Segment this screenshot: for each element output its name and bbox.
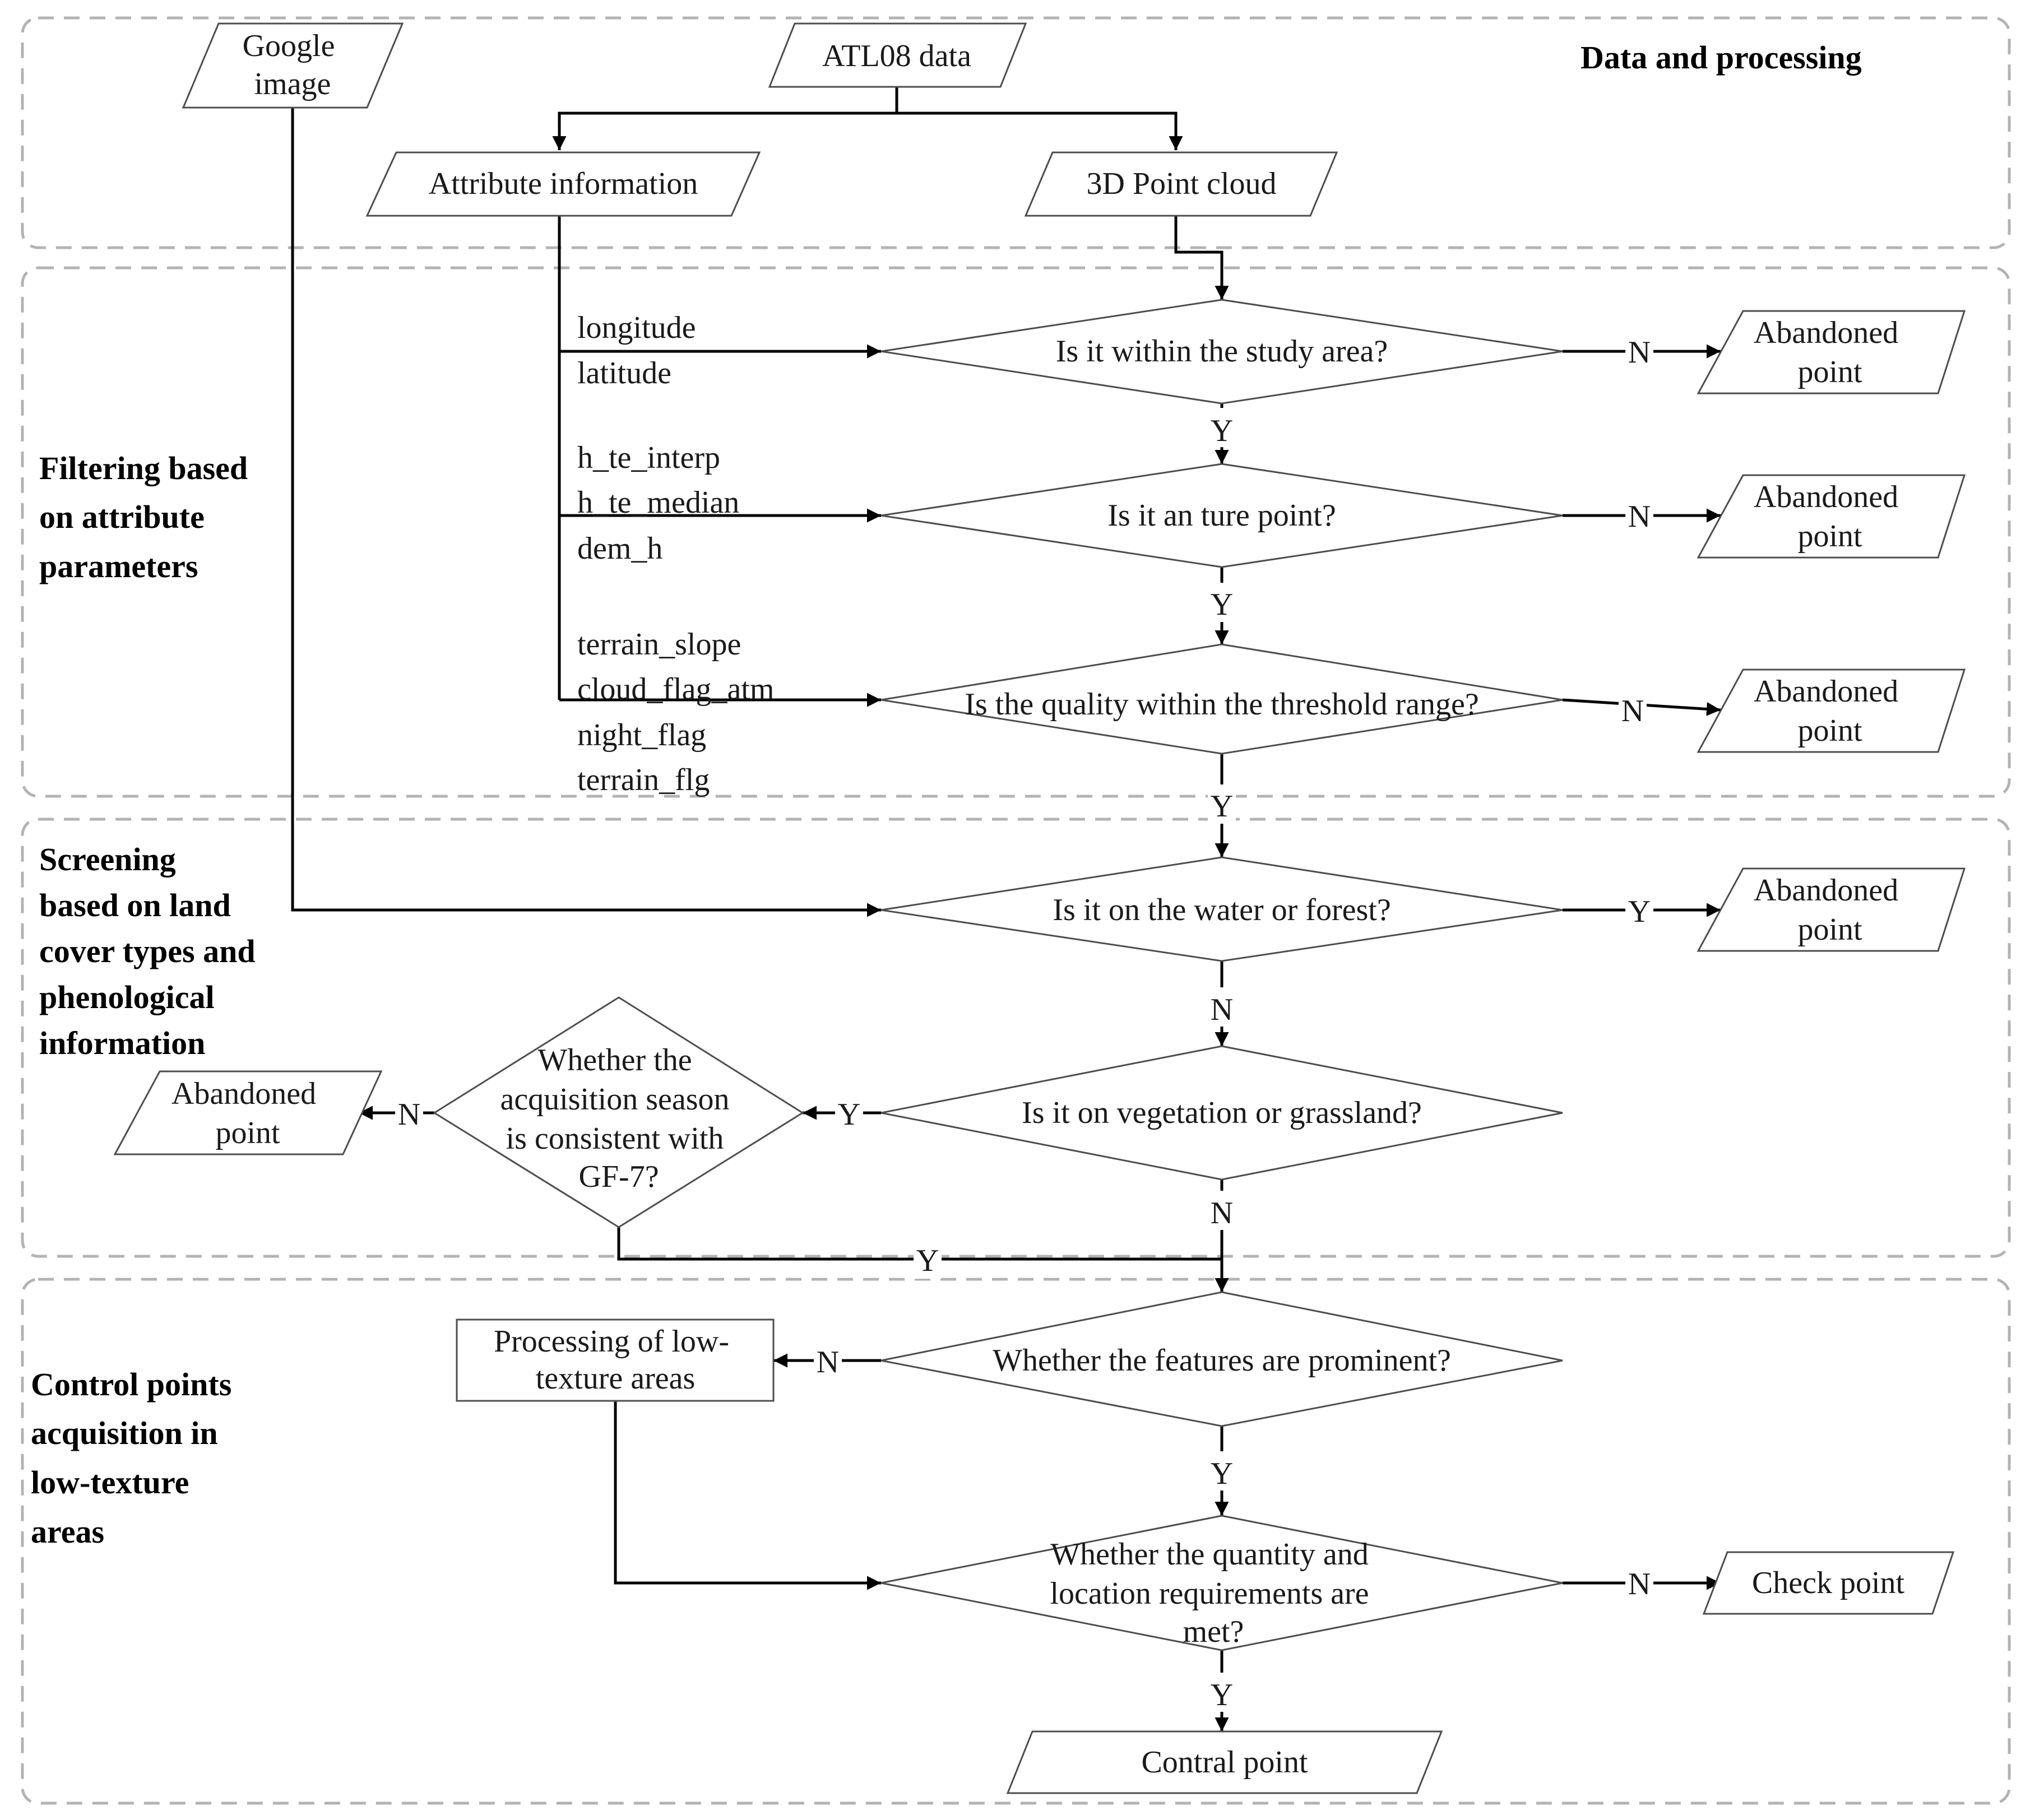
point-cloud-label: 3D Point cloud (1086, 166, 1276, 201)
google-image-input (182, 22, 404, 109)
decision-water-forest-label: Is it on the water or forest? (1053, 893, 1391, 927)
label-y-season: Y (916, 1243, 939, 1278)
decision-true-point (880, 463, 1563, 568)
decision-vegetation-label: Is it on vegetation or grassland? (1022, 1095, 1422, 1130)
label-y-d8: Y (1211, 1678, 1233, 1712)
connector-google-to-d4 (291, 108, 881, 917)
label-y-d5: Y (838, 1097, 860, 1132)
abandoned-point-5-label: Abandoned point (172, 1076, 324, 1150)
connector-atl08-to-pointcloud (897, 112, 1183, 150)
abandoned-point-2 (1697, 474, 1966, 559)
label-y-d4: Y (1628, 894, 1651, 929)
decision-study-area-label: Is it within the study area? (1056, 334, 1388, 369)
decision-quantity (880, 1515, 1563, 1651)
atl08-label: ATL08 data (822, 39, 971, 73)
section-title-filtering: Filtering based on attribute parameters (39, 450, 256, 584)
control-point-output (1006, 1730, 1443, 1794)
section-data-processing (21, 16, 2011, 249)
abandoned-point-1 (1697, 310, 1966, 394)
decision-features (880, 1291, 1563, 1427)
check-point-output (1702, 1551, 1955, 1615)
low-texture-process (456, 1318, 775, 1402)
decision-features-label: Whether the features are prominent? (993, 1343, 1451, 1378)
abandoned-point-3 (1697, 668, 1966, 753)
label-y-d1: Y (1211, 414, 1233, 448)
section-title-screening: Screening based on land cover types and … (39, 841, 263, 1061)
abandoned-point-3-label: Abandoned point (1754, 674, 1906, 748)
label-n-d1: N (1628, 335, 1651, 370)
decision-true-point-label: Is it an ture point? (1107, 498, 1336, 533)
check-point-label: Check point (1752, 1566, 1905, 1600)
label-y-d3: Y (1211, 789, 1233, 824)
low-texture-process-label: Processing of low- texture areas (494, 1324, 737, 1396)
yes-no-labels: Y Y Y N N Y Y N N N Y N Y N Y N (395, 332, 1653, 1712)
connector-lowtexture-to-d8 (614, 1401, 881, 1590)
decision-season-label: Whether the acquisition season is consis… (500, 1043, 737, 1194)
atl08-input (768, 22, 1027, 88)
connector-season-yes (617, 1227, 1222, 1261)
section-control (21, 1278, 2011, 1805)
attribute-group-quality: terrain_slope cloud_flag_atm night_flag … (577, 627, 782, 797)
attribute-info-label: Attribute information (429, 166, 698, 201)
section-title-data-processing: Data and processing (1581, 39, 1862, 76)
abandoned-point-2-label: Abandoned point (1754, 480, 1906, 554)
decision-water-forest (880, 856, 1563, 962)
abandoned-point-4-label: Abandoned point (1754, 873, 1906, 947)
decision-quality (880, 643, 1563, 755)
abandoned-point-4 (1697, 867, 1966, 952)
google-image-label: Google image (243, 29, 343, 101)
decision-quantity-label: Whether the quantity and location requir… (1050, 1537, 1376, 1649)
label-n-d2: N (1628, 499, 1651, 534)
attribute-info-input (365, 151, 761, 217)
point-cloud-input (1024, 151, 1338, 217)
section-filtering (21, 266, 2011, 798)
control-point-label: Contral point (1141, 1745, 1308, 1780)
decision-quality-label: Is the quality within the threshold rang… (965, 687, 1479, 722)
attribute-group-position: longitude latitude (577, 310, 704, 391)
label-n-d7: N (817, 1345, 839, 1380)
label-y-d2: Y (1211, 587, 1233, 622)
connector-atl08-to-attribute (552, 112, 897, 150)
decision-vegetation (880, 1045, 1563, 1181)
decision-season (433, 996, 804, 1228)
label-n-d5: N (1211, 1196, 1233, 1231)
label-n-d4: N (1211, 992, 1233, 1027)
connector-pointcloud-to-d1 (1174, 216, 1229, 300)
label-y-d7: Y (1211, 1456, 1233, 1491)
section-title-control: Control points acquisition in low-textur… (31, 1366, 240, 1550)
attribute-group-height: h_te_interp h_te_median dem_h (577, 440, 747, 566)
decision-study-area (880, 299, 1563, 405)
abandoned-point-1-label: Abandoned point (1754, 315, 1906, 389)
label-n-season: N (398, 1097, 420, 1132)
label-n-d3: N (1621, 694, 1644, 728)
label-n-d8: N (1628, 1567, 1651, 1601)
section-screening (21, 818, 2011, 1258)
abandoned-point-5 (113, 1070, 383, 1155)
